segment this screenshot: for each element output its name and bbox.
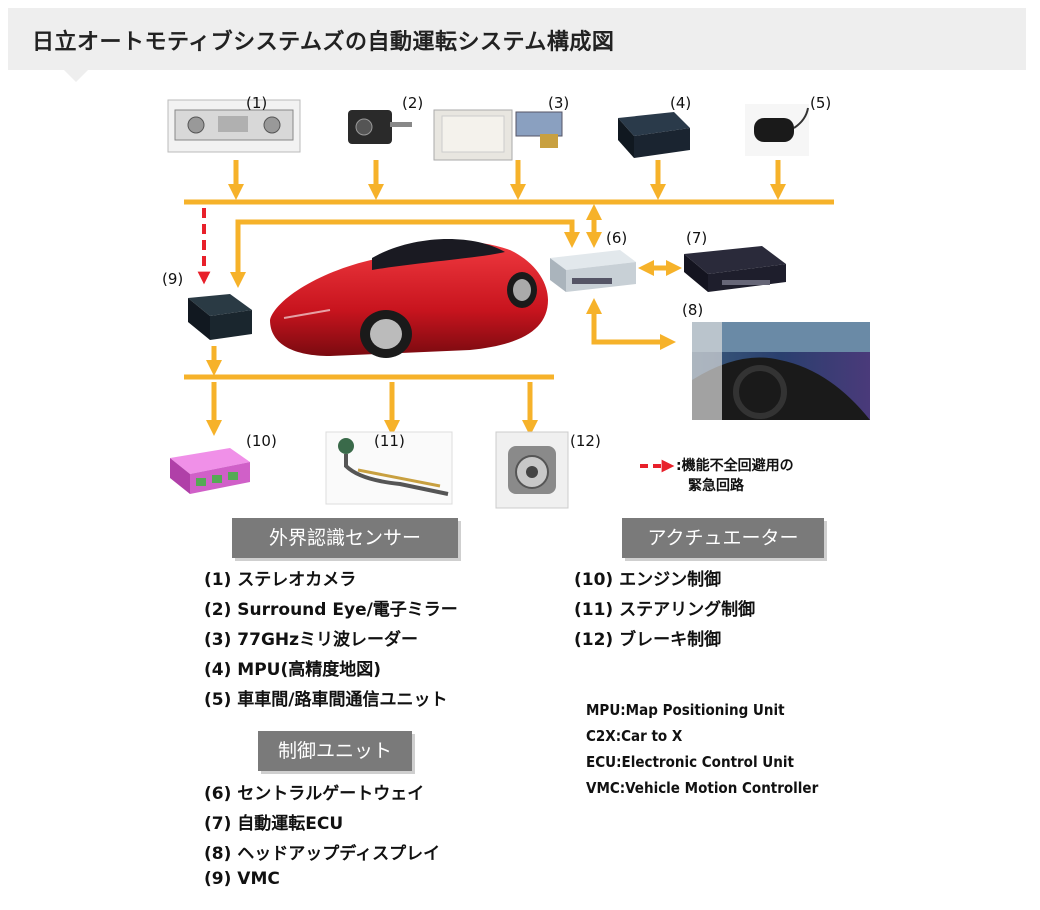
header-bar: 日立オートモティブシステムズの自動運転システム構成図 xyxy=(8,8,1026,70)
label-n6: (6) xyxy=(606,229,628,247)
actuator-item: (11) ステアリング制御 xyxy=(574,600,756,620)
actuator-item: (10) エンジン制御 xyxy=(574,570,722,590)
label-n10: (10) xyxy=(246,432,277,450)
label-n2: (2) xyxy=(402,94,424,112)
section-title-control: 制御ユニット xyxy=(258,731,412,771)
section-title-actuators: アクチュエーター xyxy=(622,518,824,558)
sensor-item: (4) MPU(高精度地図) xyxy=(204,660,382,680)
page-title: 日立オートモティブシステムズの自動運転システム構成図 xyxy=(32,30,615,55)
legend-line-2: 緊急回路 xyxy=(688,478,744,494)
section-title-sensors: 外界認識センサー xyxy=(232,518,458,558)
mpu-device xyxy=(618,112,690,158)
label-n4: (4) xyxy=(670,94,692,112)
central-gateway-device xyxy=(550,250,636,292)
label-n5: (5) xyxy=(810,94,832,112)
brake-control-device xyxy=(495,431,569,509)
control-item: (6) セントラルゲートウェイ xyxy=(204,784,425,804)
sensor-bus xyxy=(184,160,834,351)
actuator-item: (12) ブレーキ制御 xyxy=(574,630,722,650)
autonomous-ecu-device xyxy=(684,246,786,292)
head-up-display-image xyxy=(692,322,870,420)
label-n11: (11) xyxy=(374,432,405,450)
sensor-item: (5) 車車間/路車間通信ユニット xyxy=(204,690,448,710)
radar-device xyxy=(433,109,563,161)
control-item: (8) ヘッドアップディスプレイ xyxy=(204,844,441,864)
label-n7: (7) xyxy=(686,229,708,247)
vmc-device xyxy=(188,294,252,340)
label-n12: (12) xyxy=(570,432,601,450)
steering-control-device xyxy=(325,431,453,505)
abbreviation: C2X:Car to X xyxy=(586,727,683,745)
label-n1: (1) xyxy=(246,94,268,112)
sensor-item: (2) Surround Eye/電子ミラー xyxy=(204,600,458,620)
car-image xyxy=(270,239,548,358)
actuator-bus xyxy=(184,346,554,437)
sensor-item: (1) ステレオカメラ xyxy=(204,570,357,590)
sensor-item: (3) 77GHzミリ波レーダー xyxy=(204,630,419,650)
engine-control-device xyxy=(170,448,250,494)
control-item: (7) 自動運転ECU xyxy=(204,814,344,834)
legend-text: :機能不全回避用の 緊急回路 xyxy=(676,456,794,496)
abbreviation: VMC:Vehicle Motion Controller xyxy=(586,779,819,797)
control-item: (9) VMC xyxy=(204,869,280,889)
label-n3: (3) xyxy=(548,94,570,112)
abbreviation: MPU:Map Positioning Unit xyxy=(586,701,785,719)
surround-eye-camera-device xyxy=(348,110,412,144)
label-n8: (8) xyxy=(682,301,704,319)
abbreviation: ECU:Electronic Control Unit xyxy=(586,753,794,771)
header-pointer xyxy=(64,70,88,82)
label-n9: (9) xyxy=(162,270,184,288)
legend-line-1: :機能不全回避用の xyxy=(676,458,794,474)
stereo-camera-device xyxy=(167,99,301,153)
communication-unit-device xyxy=(745,104,809,156)
